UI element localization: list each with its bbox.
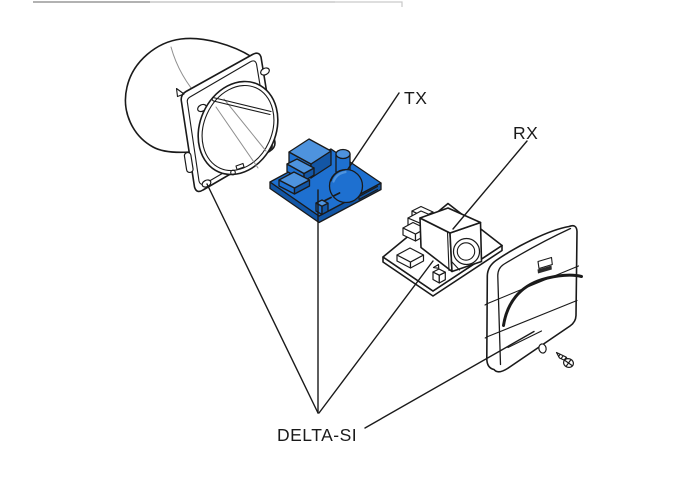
leader-deltasi-rx-board [318,260,434,414]
tx-transmitter-board-illustration [269,138,382,224]
cover-screw-hole [538,343,547,354]
rx-receiver-board-illustration [382,202,503,297]
rx-flat-pad [396,247,425,269]
came-logo [537,256,553,274]
tx-solder-marks [324,192,341,202]
fixing-screw-illustration [555,351,575,368]
leader-deltasi-embedding-box [206,183,319,414]
cover-front-face-edges [497,227,572,366]
tx-capacitor [328,168,364,204]
leader-rx [452,140,528,230]
labels: TX RX DELTA-SI [277,88,538,445]
rx-front-cube [432,263,446,284]
cover-outline [485,224,578,373]
product-label: DELTA-SI [277,425,357,445]
tx-edge-connector [358,185,379,201]
cover-seam-lower [484,299,578,339]
leader-lines [206,92,535,429]
tx-label: TX [404,88,427,108]
rx-lens-inner [456,242,476,261]
leader-deltasi-cover [364,330,535,429]
round-opening-inner [201,84,275,172]
flange-corner-tab [175,87,185,98]
page-edge-artifact [33,1,403,7]
front-cover-illustration [484,224,583,373]
opening-interior-details [211,96,272,176]
tx-flat-pad [278,171,311,195]
screw-cross-slot [564,358,573,368]
round-opening-outer [197,80,279,176]
cover-seam-short [507,330,543,349]
embedding-box-illustration [124,37,279,193]
rx-label: RX [513,123,538,143]
cover-lens-window-arc [502,273,583,327]
leader-tx [347,92,400,170]
rx-lens-housing [419,207,483,273]
flange-slot [183,151,194,174]
tx-emitter-cylinder [335,148,351,175]
